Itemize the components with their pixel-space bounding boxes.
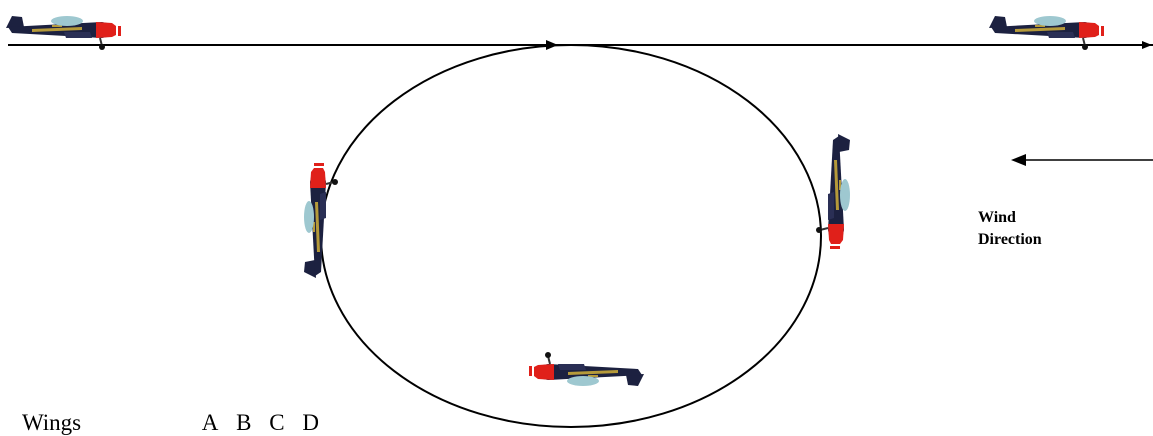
- wind-direction-label: Wind Direction: [978, 207, 1042, 251]
- wings-label: Wings: [22, 410, 196, 436]
- wings-option-row: Wings A B C D: [22, 410, 331, 436]
- wind-label-line1: Wind: [978, 207, 1042, 229]
- wings-option-b: B: [236, 410, 251, 436]
- airplane-icon: [816, 134, 850, 249]
- wings-option-d: D: [302, 410, 319, 436]
- wings-option-a: A: [202, 410, 219, 436]
- airplane-icon: [304, 163, 338, 278]
- wind-label-line2: Direction: [978, 229, 1042, 251]
- airplane-icon: [529, 352, 644, 386]
- wings-option-c: C: [269, 410, 284, 436]
- arrow-right-icon: [1142, 41, 1152, 49]
